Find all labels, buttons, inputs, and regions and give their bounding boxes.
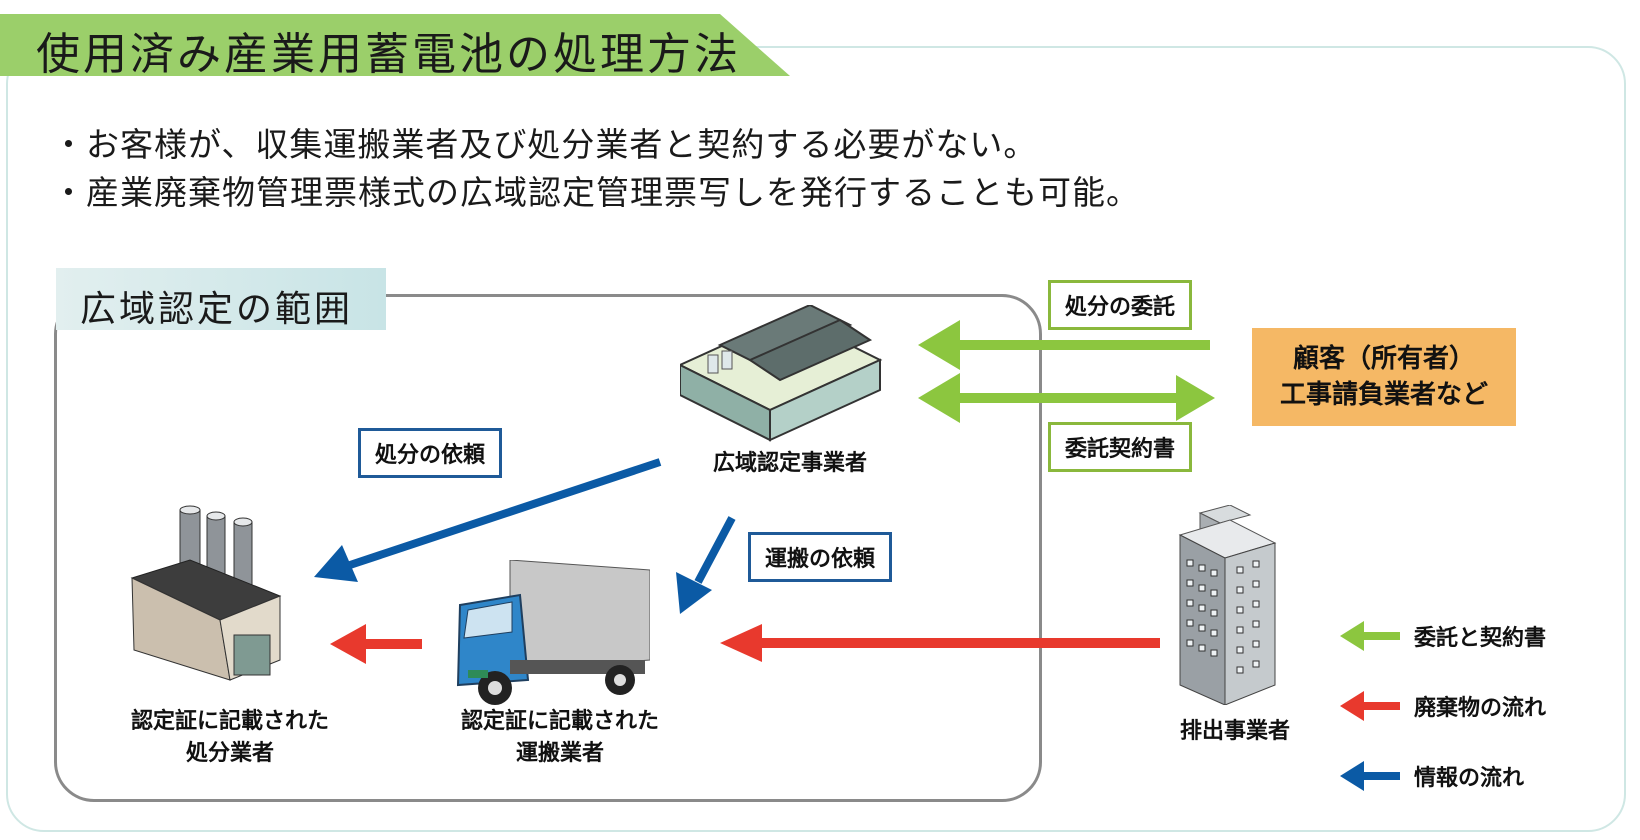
transport-request-label: 運搬の依頼 — [748, 532, 893, 582]
blue-arrow-disposal-request — [314, 458, 662, 582]
transport-truck-icon — [456, 560, 650, 705]
disposal-company-label-line1: 認定証に記載された — [130, 709, 329, 734]
customer-label-line2: 工事請負業者など — [1279, 380, 1488, 410]
wide-area-operator-facility-icon — [680, 305, 883, 442]
scope-label: 広域認定の範囲 — [80, 289, 354, 330]
bullet-2: ・産業廃棄物管理票様式の広域認定管理票写しを発行することも可能。 — [52, 173, 1140, 212]
red-arrow-to-disposal — [330, 624, 422, 664]
disposal-company-label-line2: 処分業者 — [185, 741, 274, 766]
disposal-request-label: 処分の依頼 — [358, 428, 503, 478]
scope-box — [54, 294, 1042, 802]
green-arrow-contract — [918, 373, 1215, 423]
legend-label-waste-flow: 廃棄物の流れ — [1414, 696, 1547, 721]
page-title: 使用済み産業用蓄電池の処理方法 — [36, 29, 741, 80]
green-arrow-consignment — [918, 320, 1210, 370]
discharger-building-icon — [1178, 505, 1277, 705]
blue-arrow-left-icon — [1340, 761, 1400, 791]
legend-item-consignment: 委託と契約書 — [1340, 620, 1546, 652]
bullet-1: ・お客様が、収集運搬業者及び処分業者と契約する必要がない。 — [52, 125, 1038, 164]
legend: 委託と契約書 廃棄物の流れ 情報の流れ — [1340, 620, 1546, 792]
green-arrow-left-icon — [1340, 621, 1400, 651]
transport-company-label: 認定証に記載された 運搬業者 — [430, 706, 690, 770]
transport-company-label-line1: 認定証に記載された — [460, 709, 659, 734]
title-band — [0, 14, 790, 76]
red-arrow-to-transport — [720, 624, 1160, 662]
wide-area-operator-label: 広域認定事業者 — [712, 451, 867, 476]
discharger-label: 排出事業者 — [1179, 719, 1290, 744]
customer-label-line1: 顧客（所有者） — [1292, 344, 1475, 374]
consignment-contract-label: 委託契約書 — [1048, 422, 1193, 472]
disposal-company-label: 認定証に記載された 処分業者 — [100, 706, 360, 770]
content-panel — [6, 46, 1626, 832]
blue-arrow-transport-request — [676, 516, 736, 614]
disposal-consignment-label: 処分の委託 — [1048, 280, 1193, 330]
legend-label-consignment: 委託と契約書 — [1414, 626, 1547, 651]
customer-box: 顧客（所有者） 工事請負業者など — [1252, 328, 1516, 426]
red-arrow-left-icon — [1340, 691, 1400, 721]
transport-company-label-line2: 運搬業者 — [515, 741, 604, 766]
disposal-factory-icon — [130, 505, 282, 681]
legend-item-waste-flow: 廃棄物の流れ — [1340, 690, 1546, 722]
legend-label-info-flow: 情報の流れ — [1414, 766, 1525, 791]
scope-tab — [56, 268, 386, 330]
legend-item-info-flow: 情報の流れ — [1340, 760, 1546, 792]
